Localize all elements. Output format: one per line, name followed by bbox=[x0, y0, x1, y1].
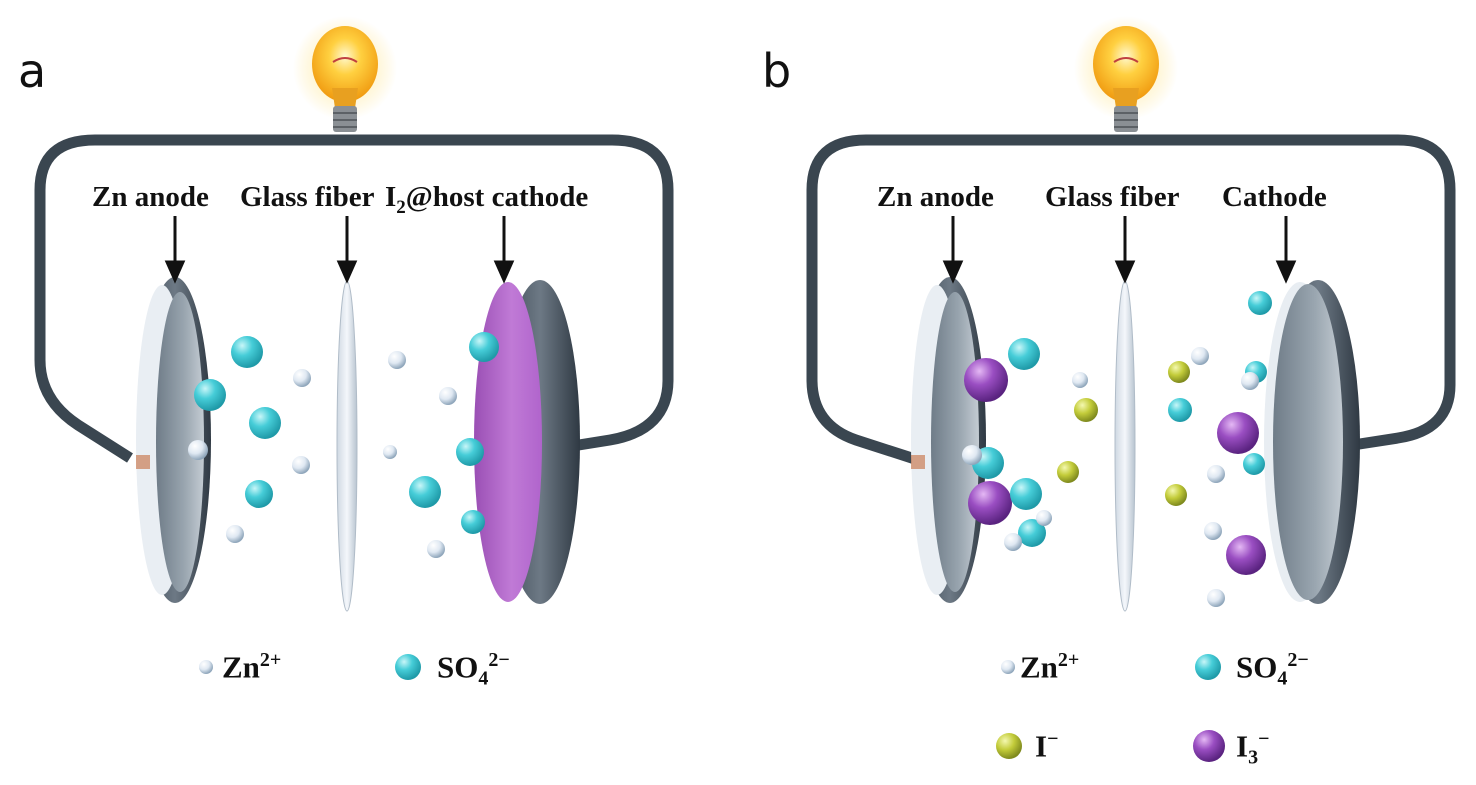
legend-formula-charge: 2+ bbox=[259, 649, 282, 671]
circuit-wire bbox=[34, 134, 674, 463]
legend-zn-ion: Zn2+ bbox=[222, 650, 281, 682]
arrow-anode bbox=[164, 216, 186, 284]
light-bulb-icon bbox=[293, 16, 397, 132]
zn-anode-label: Zn anode bbox=[92, 181, 209, 213]
panel-a: a bbox=[18, 16, 674, 689]
cathode-label: Cathode bbox=[1222, 181, 1327, 213]
arrow-cathode bbox=[493, 216, 515, 284]
zn-ion-icon bbox=[1001, 660, 1015, 674]
glass-fiber-label: Glass fiber bbox=[240, 181, 375, 213]
triiodide-ions-b bbox=[964, 358, 1266, 575]
zn-ion-icon bbox=[199, 660, 213, 674]
panel-letter: a bbox=[18, 44, 47, 98]
zn-anode-plate bbox=[136, 277, 211, 603]
glass-fiber-label: Glass fiber bbox=[1045, 181, 1180, 213]
zn-ions-a bbox=[188, 351, 457, 558]
legend-formula-base: I bbox=[1236, 728, 1249, 764]
battery-diagram-b bbox=[806, 16, 1456, 762]
sulfate-ion-icon bbox=[395, 654, 421, 680]
arrow-separator bbox=[1114, 216, 1136, 284]
glass-fiber-separator bbox=[1114, 280, 1136, 612]
cathode-label: I2@host cathode bbox=[385, 183, 588, 217]
legend-formula-charge: − bbox=[1047, 728, 1059, 750]
legend-triiodide-ion: I3− bbox=[1236, 729, 1269, 768]
legend-iodide-ion: I− bbox=[1035, 729, 1058, 761]
triiodide-ion-icon bbox=[1193, 730, 1225, 762]
cathode-plate bbox=[1264, 280, 1360, 604]
legend-formula-base: Zn bbox=[1020, 649, 1058, 685]
legend-formula-base: SO bbox=[1236, 649, 1278, 685]
cathode-label-subscript: 2 bbox=[396, 196, 406, 218]
legend-formula-charge: 2− bbox=[1287, 649, 1309, 671]
cathode-label-prefix: I bbox=[385, 181, 397, 213]
circuit-wire bbox=[806, 134, 1456, 466]
cathode-label-rest: @host cathode bbox=[405, 181, 589, 213]
legend-formula-subscript: 3 bbox=[1248, 746, 1259, 769]
zn-ions-b bbox=[962, 347, 1259, 607]
panel-b: b bbox=[738, 0, 1476, 785]
legend-formula-charge: 2− bbox=[488, 649, 510, 671]
zn-anode-label: Zn anode bbox=[877, 181, 994, 213]
sulfate-ion-icon bbox=[1195, 654, 1221, 680]
legend-formula-subscript: 4 bbox=[1277, 667, 1288, 690]
legend-formula-base: Zn bbox=[222, 649, 260, 685]
arrow-anode bbox=[942, 216, 964, 284]
zn-anode-plate bbox=[911, 277, 986, 603]
legend-formula-charge: 2+ bbox=[1057, 649, 1080, 671]
battery-diagram-a bbox=[34, 16, 674, 680]
iodide-ions-b bbox=[1057, 361, 1190, 506]
legend-sulfate-ion: SO42− bbox=[437, 650, 510, 689]
legend-formula-base: SO bbox=[437, 649, 479, 685]
legend-zn-ion: Zn2+ bbox=[1020, 650, 1079, 682]
legend-formula-subscript: 4 bbox=[478, 667, 489, 690]
iodide-ion-icon bbox=[996, 733, 1022, 759]
glass-fiber-separator bbox=[336, 280, 358, 612]
iodine-cathode-plate bbox=[474, 280, 580, 604]
arrow-separator bbox=[336, 216, 358, 284]
panel-letter: b bbox=[762, 44, 792, 98]
light-bulb-icon bbox=[1074, 16, 1178, 132]
legend-formula-charge: − bbox=[1258, 728, 1270, 750]
sulfate-ions-a bbox=[194, 332, 499, 534]
legend-formula-base: I bbox=[1035, 728, 1048, 764]
legend-sulfate-ion: SO42− bbox=[1236, 650, 1309, 689]
arrow-cathode bbox=[1275, 216, 1297, 284]
